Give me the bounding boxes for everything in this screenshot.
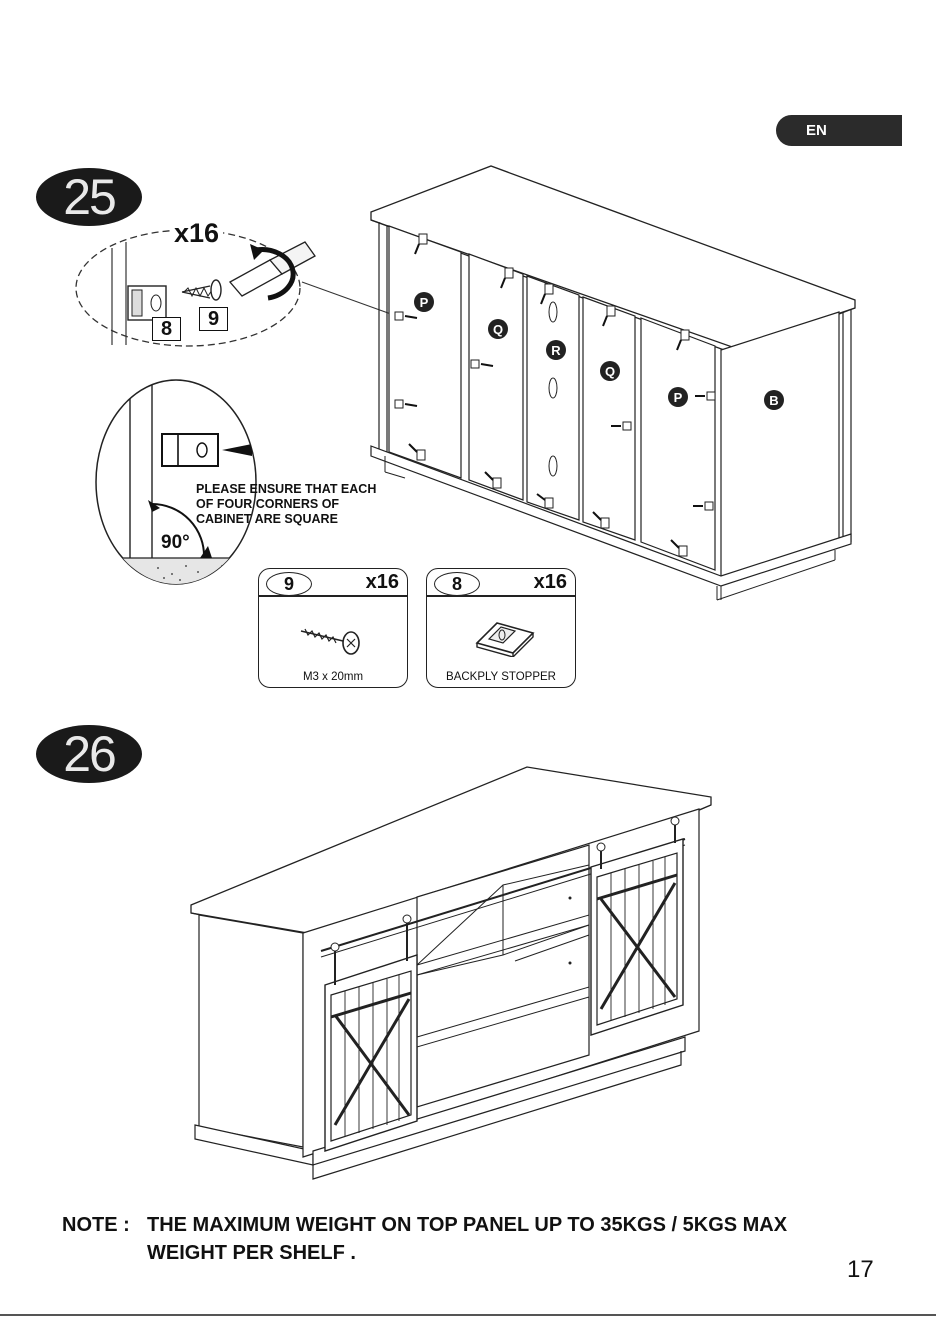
callout-part-8-label: 8 (152, 317, 181, 341)
warning-line-3: CABINET ARE SQUARE (196, 512, 386, 527)
part-id-8: 8 (434, 572, 480, 596)
angle-label: 90° (161, 532, 190, 554)
panel-label-p-right: P (668, 387, 688, 407)
part-card-backply-stopper: 8 x16 BACKPLY STOPPER (426, 568, 576, 688)
step-26-badge: 26 (36, 725, 142, 783)
cabinet-back-illustration (365, 160, 865, 610)
note-label: NOTE : (62, 1214, 130, 1237)
part-desc-8: BACKPLY STOPPER (427, 671, 575, 683)
bottom-rule (0, 1314, 936, 1316)
note-text-line-2: WEIGHT PER SHELF . (147, 1242, 356, 1265)
panel-label-q-left: Q (488, 319, 508, 339)
page-number: 17 (847, 1256, 874, 1284)
screw-icon (299, 621, 369, 657)
part-qty-8: x16 (534, 571, 567, 594)
assembled-cabinet-illustration (185, 765, 720, 1190)
panel-label-b: B (764, 390, 784, 410)
step-25-badge: 25 (36, 168, 142, 226)
part-qty-9: x16 (366, 571, 399, 594)
panel-label-q-right: Q (600, 361, 620, 381)
backply-stopper-icon (471, 613, 537, 657)
language-tab: EN (776, 115, 902, 146)
panel-label-p-left: P (414, 292, 434, 312)
part-id-9: 9 (266, 572, 312, 596)
callout-quantity: x16 (170, 218, 223, 249)
callout-part-9-label: 9 (199, 307, 228, 331)
warning-line-1: PLEASE ENSURE THAT EACH (196, 482, 386, 497)
part-desc-9: M3 x 20mm (259, 671, 407, 683)
note-text-line-1: THE MAXIMUM WEIGHT ON TOP PANEL UP TO 35… (147, 1214, 787, 1237)
warning-line-2: OF FOUR CORNERS OF (196, 497, 386, 512)
part-card-screw: 9 x16 M3 x 20mm (258, 568, 408, 688)
panel-label-r: R (546, 340, 566, 360)
squareness-warning: PLEASE ENSURE THAT EACH OF FOUR CORNERS … (196, 482, 386, 527)
